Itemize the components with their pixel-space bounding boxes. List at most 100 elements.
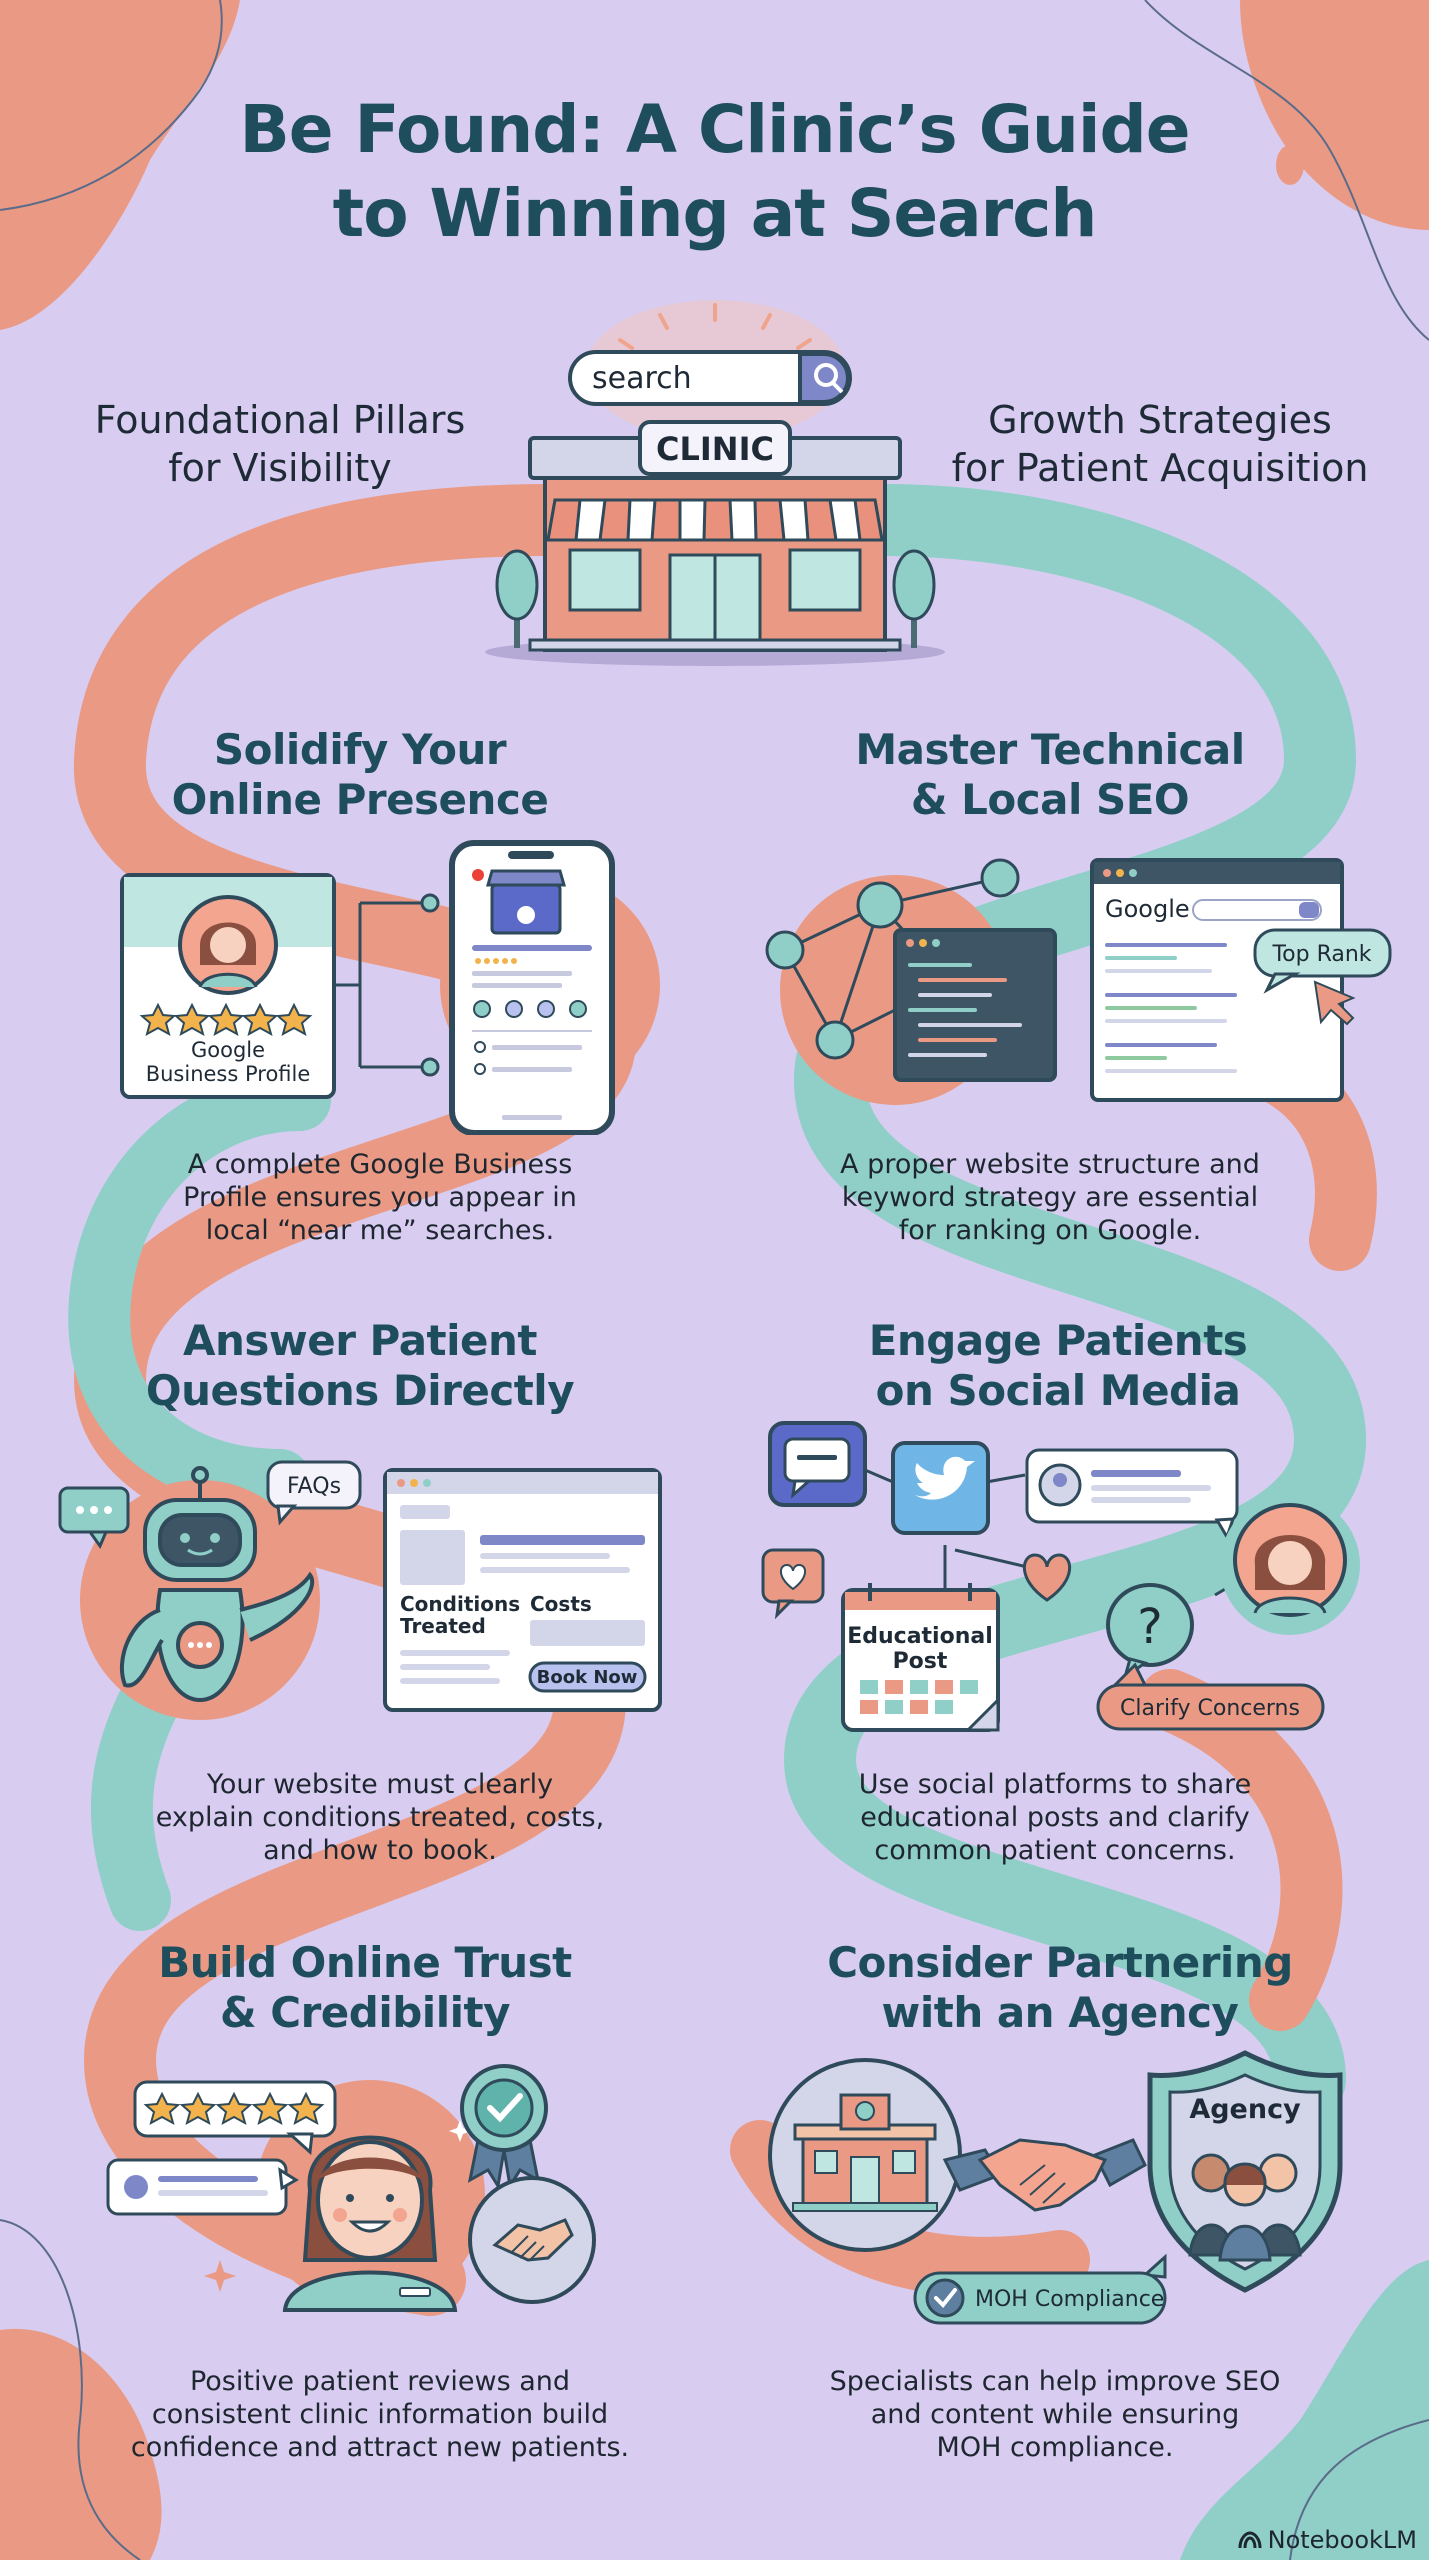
chatbot-website-illustration: FAQs Conditions Treated Costs Book Now — [58, 1460, 662, 1720]
section-description: A proper website structure and keyword s… — [830, 1148, 1270, 1247]
svg-text:Educational: Educational — [847, 1624, 993, 1649]
section-description: Positive patient reviews and consistent … — [120, 2365, 640, 2464]
description-line: for ranking on Google. — [898, 1215, 1202, 1246]
column-heading-right: Growth Strategies for Patient Acquisitio… — [930, 396, 1390, 492]
section-title-line: Online Presence — [171, 775, 549, 824]
section-title-agency: Consider Partnering with an Agency — [800, 1938, 1320, 2038]
section-title-line: Build Online Trust — [158, 1938, 572, 1987]
chat-icon — [768, 1421, 867, 1507]
book-now-button: Book Now — [537, 1667, 638, 1688]
description-line: confidence and attract new patients. — [130, 2432, 630, 2463]
section-title-line: & Local SEO — [910, 775, 1190, 824]
handshake-icon — [468, 2176, 596, 2304]
column-heading-left-line1: Foundational Pillars — [94, 398, 466, 442]
description-line: keyword strategy are essential — [841, 1182, 1259, 1213]
card-label-line2: Business Profile — [146, 1062, 311, 1086]
section-title-line: Master Technical — [855, 725, 1245, 774]
twitter-bird-icon — [891, 1441, 990, 1535]
google-logo-text: Google — [1105, 895, 1190, 923]
star-rating — [139, 1002, 313, 1037]
description-line: A complete Google Business — [187, 1149, 573, 1180]
section-title-line: on Social Media — [875, 1366, 1241, 1415]
footer-brand-text: NotebookLM — [1267, 2526, 1417, 2554]
clarify-concerns-badge: Clarify Concerns — [1096, 1662, 1325, 1731]
description-line: Use social platforms to share — [858, 1769, 1252, 1800]
page-title: Be Found: A Clinic’s Guide to Winning at… — [0, 88, 1429, 256]
column-heading-right-line2: for Patient Acquisition — [951, 446, 1369, 490]
column-heading-right-line1: Growth Strategies — [988, 398, 1332, 442]
section-title-patient-questions: Answer Patient Questions Directly — [110, 1316, 610, 1416]
description-line: educational posts and clarify — [860, 1802, 1250, 1833]
description-line: common patient concerns. — [874, 1835, 1236, 1866]
section-title-line: & Credibility — [220, 1988, 510, 2037]
description-line: consistent clinic information build — [151, 2399, 609, 2430]
search-bar: search — [568, 350, 852, 406]
tree-icon — [892, 549, 936, 648]
column-heading-left: Foundational Pillars for Visibility — [40, 396, 520, 492]
svg-text:FAQs: FAQs — [287, 1474, 341, 1499]
svg-text:?: ? — [1137, 1599, 1162, 1655]
search-icon — [814, 363, 844, 394]
description-line: and how to book. — [263, 1835, 497, 1866]
section-title-line: Engage Patients — [868, 1316, 1248, 1365]
agency-partnership-illustration: Agency MOH Compliance — [768, 2050, 1343, 2325]
educational-post-calendar: Educational Post — [841, 1583, 1000, 1732]
column-heading-left-line2: for Visibility — [168, 446, 392, 490]
tree-icon — [495, 549, 539, 648]
section-title-line: with an Agency — [881, 1988, 1239, 2037]
section-title-online-presence: Solidify Your Online Presence — [110, 725, 610, 825]
conditions-label: Conditions — [400, 1592, 520, 1616]
section-description: A complete Google Business Profile ensur… — [160, 1148, 600, 1247]
description-line: MOH compliance. — [936, 2432, 1174, 2463]
description-line: Your website must clearly — [206, 1769, 554, 1800]
notebooklm-logo-icon — [1238, 2531, 1262, 2549]
footer-brand: NotebookLM — [1238, 2526, 1417, 2554]
faq-bubble: FAQs — [266, 1460, 362, 1526]
description-line: and content while ensuring — [870, 2399, 1240, 2430]
section-title-line: Consider Partnering — [827, 1938, 1293, 1987]
review-stars-bubble — [133, 2080, 337, 2156]
top-rank-badge: Top Rank — [1253, 928, 1392, 994]
section-description: Specialists can help improve SEO and con… — [820, 2365, 1290, 2464]
agency-label: Agency — [1189, 2094, 1301, 2125]
svg-text:Clarify Concerns: Clarify Concerns — [1120, 1696, 1300, 1721]
description-line: Profile ensures you appear in — [183, 1182, 577, 1213]
description-line: A proper website structure and — [840, 1149, 1260, 1180]
section-title-social-media: Engage Patients on Social Media — [808, 1316, 1308, 1416]
trust-credibility-illustration — [106, 2064, 596, 2312]
section-description: Your website must clearly explain condit… — [150, 1768, 610, 1867]
cursor-icon — [1313, 980, 1356, 1026]
moh-compliance-label: MOH Compliance — [975, 2287, 1164, 2312]
section-title-line: Questions Directly — [145, 1366, 575, 1415]
section-title-technical-seo: Master Technical & Local SEO — [800, 725, 1300, 825]
search-placeholder: search — [592, 361, 692, 396]
section-title-line: Answer Patient — [183, 1316, 537, 1365]
description-line: local “near me” searches. — [205, 1215, 555, 1246]
clinic-sign-text: CLINIC — [656, 430, 774, 468]
social-media-illustration: Educational Post ? Clarify Concerns — [761, 1421, 1360, 1732]
svg-text:Post: Post — [893, 1649, 948, 1674]
question-icon: ? — [1106, 1583, 1194, 1681]
description-line: explain conditions treated, costs, — [155, 1802, 605, 1833]
google-business-profile-illustration: Google Business Profile — [120, 840, 660, 1135]
section-description: Use social platforms to share educationa… — [830, 1768, 1280, 1867]
partnership-handshake-icon — [942, 2138, 1147, 2212]
search-results-browser: Google — [1090, 858, 1344, 1102]
website-window: Conditions Treated Costs Book Now — [383, 1468, 662, 1712]
section-title-line: Solidify Your — [213, 725, 507, 774]
conditions-label: Treated — [400, 1614, 486, 1638]
title-line-1: Be Found: A Clinic’s Guide — [239, 91, 1191, 168]
award-badge-icon — [460, 2064, 548, 2191]
moh-compliance-badge: MOH Compliance — [913, 2253, 1167, 2325]
description-line: Specialists can help improve SEO — [829, 2366, 1281, 2397]
heart-icon — [1022, 1553, 1072, 1602]
profile-post-card — [1025, 1448, 1239, 1541]
agency-shield-icon: Agency — [1147, 2050, 1343, 2293]
chat-bubble-icon — [58, 1486, 130, 1550]
clinic-building-icon — [768, 2058, 962, 2252]
heart-bubble-icon — [761, 1548, 825, 1620]
title-line-2: to Winning at Search — [332, 175, 1098, 252]
smartphone-icon — [449, 840, 615, 1135]
